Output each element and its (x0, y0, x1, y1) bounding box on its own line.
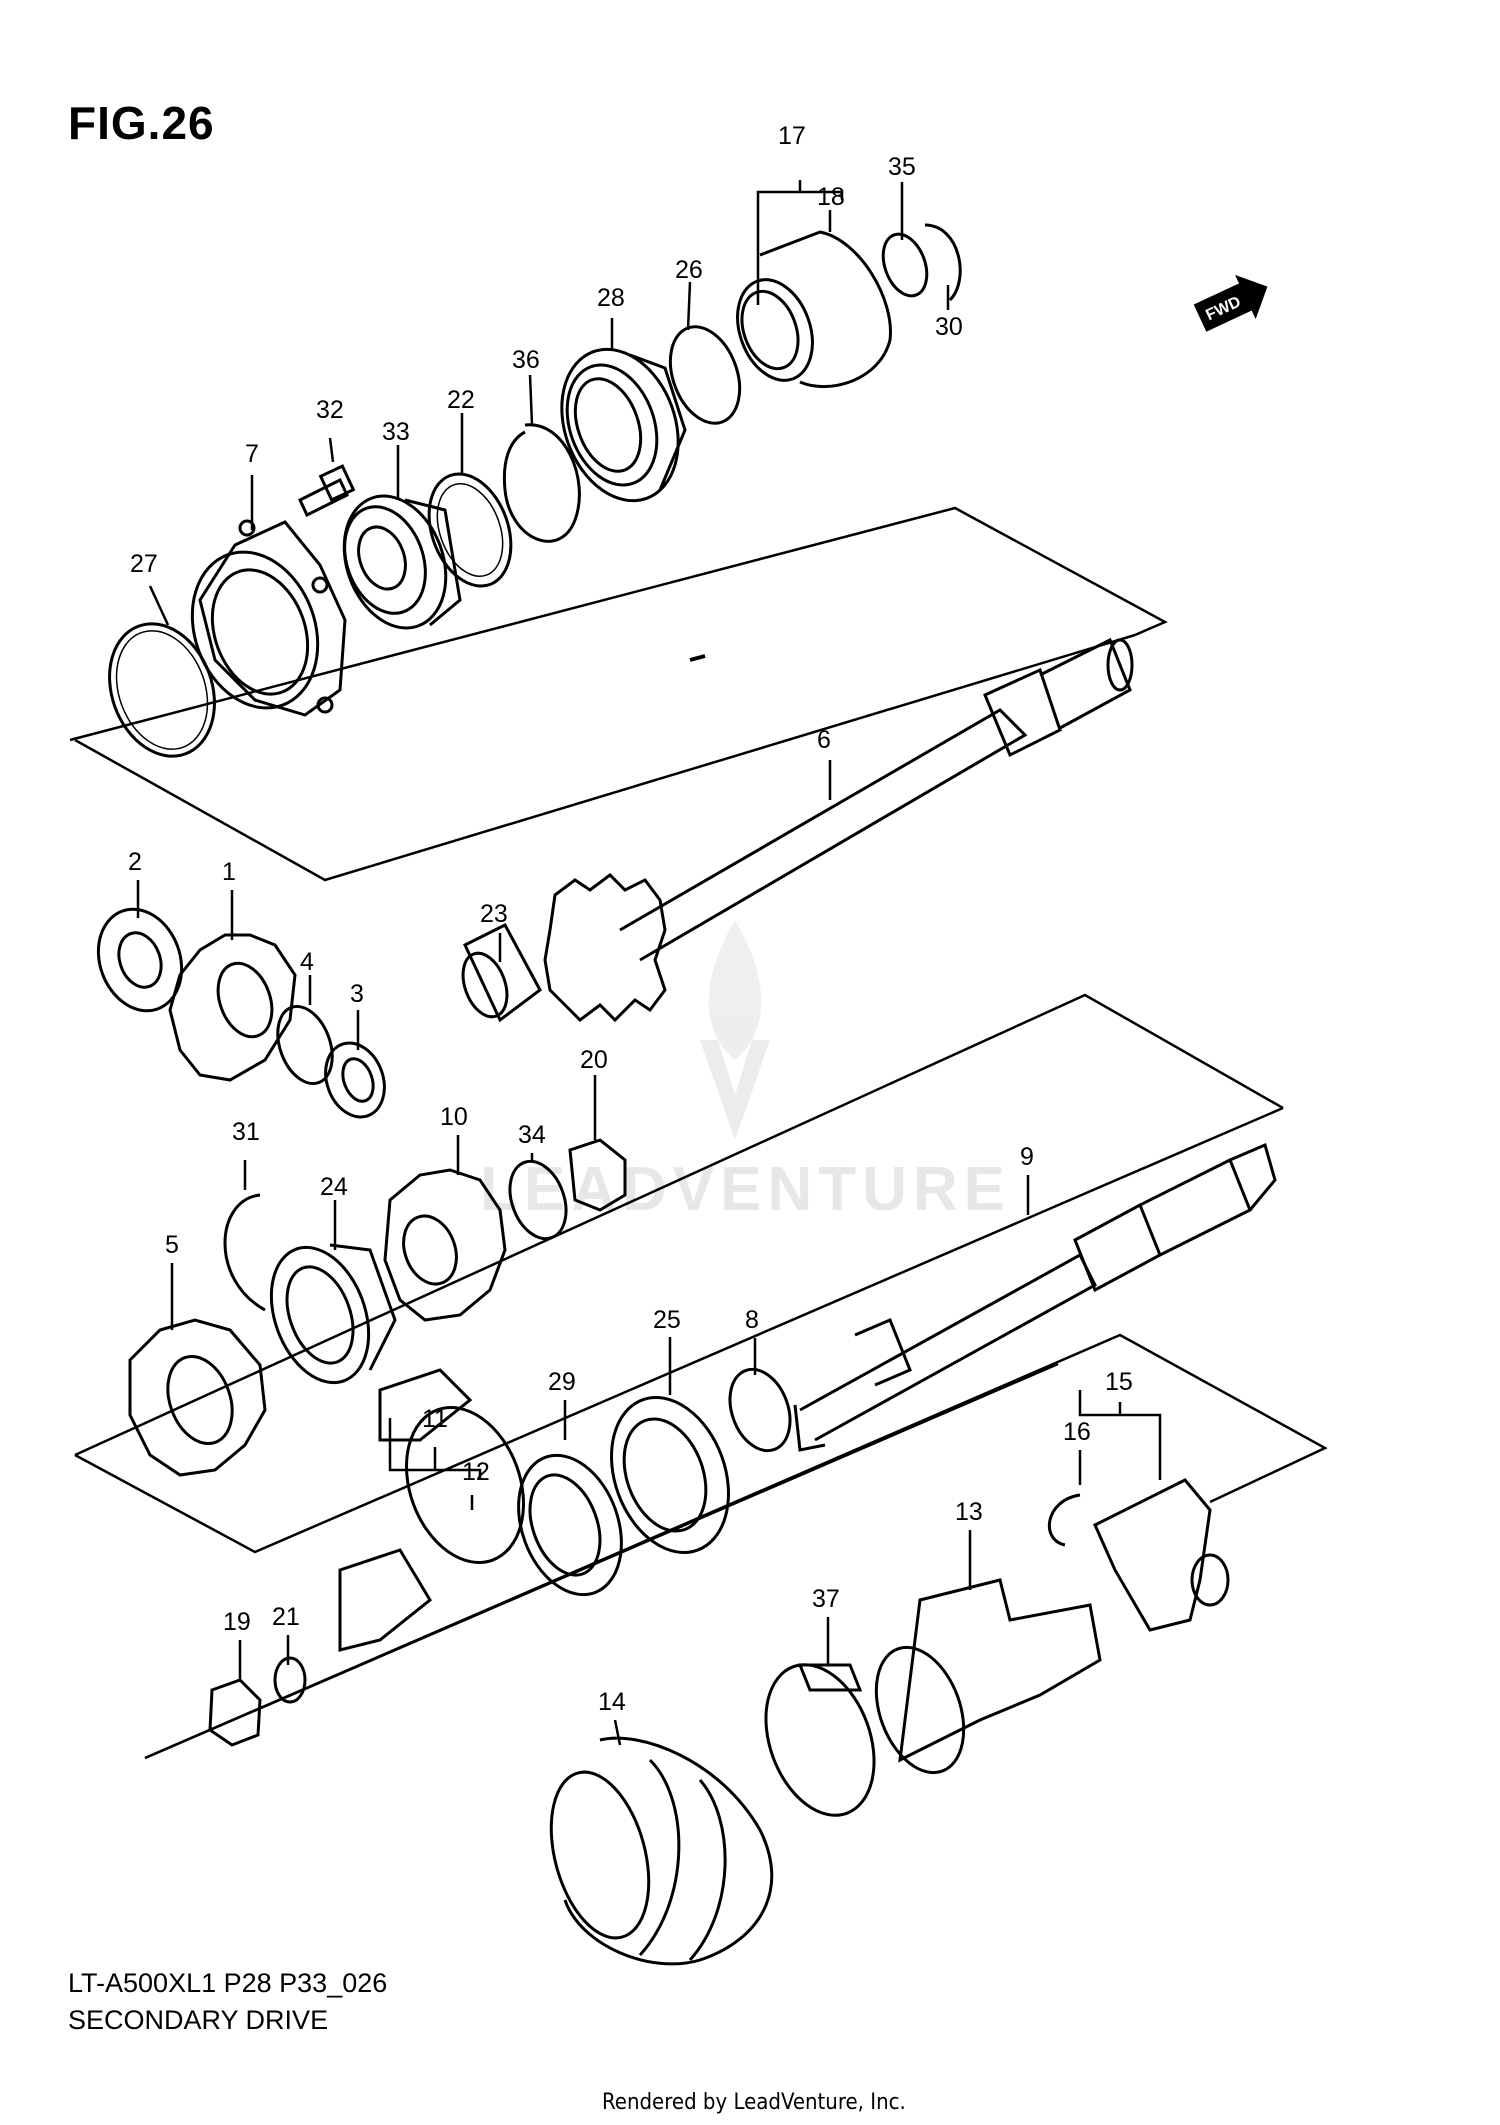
callout-6: 6 (817, 726, 831, 754)
part-18-sleeve (736, 230, 892, 389)
part-1-bevel-gear (168, 933, 297, 1082)
part-12-yoke (338, 1368, 525, 1652)
callout-36: 36 (512, 346, 540, 374)
callout-23: 23 (480, 900, 508, 928)
callout-33: 33 (382, 418, 410, 446)
part-8-o-ring (728, 1367, 792, 1453)
callout-17: 17 (778, 122, 806, 150)
part-30-circlip (924, 223, 962, 302)
callout-9: 9 (1020, 1143, 1034, 1171)
callout-15: 15 (1105, 1368, 1133, 1396)
part-24-bearing (269, 1243, 397, 1385)
callout-35: 35 (888, 153, 916, 181)
callout-21: 21 (272, 1603, 300, 1631)
callout-18: 18 (817, 183, 845, 211)
callout-10: 10 (440, 1103, 468, 1131)
part-25-bearing (610, 1396, 730, 1554)
part-31-circlip (223, 1193, 266, 1312)
part-26-o-ring (668, 325, 742, 425)
part-37-clamp (764, 1663, 876, 1817)
leader-lines (136, 180, 1162, 1746)
part-6-shaft (619, 637, 1134, 962)
part-16-circlip (1048, 1493, 1081, 1547)
part-20-nut (568, 1138, 627, 1212)
part-33-bearing (342, 494, 462, 630)
callout-2: 2 (128, 848, 142, 876)
part-3-nut (324, 1041, 386, 1119)
part-9-shaft (793, 1142, 1277, 1452)
part-22-shim (427, 472, 513, 588)
part-7-bearing-housing (190, 519, 347, 717)
figure-title: FIG.26 (68, 97, 215, 149)
callout-7: 7 (245, 440, 259, 468)
callout-14: 14 (598, 1688, 626, 1716)
part-28-bearing (560, 347, 687, 503)
callout-19: 19 (223, 1608, 251, 1636)
callout-5: 5 (165, 1231, 179, 1259)
part-6-gear (543, 873, 667, 1023)
callout-37: 37 (812, 1585, 840, 1613)
callout-28: 28 (597, 284, 625, 312)
part-4-washer (276, 1004, 334, 1086)
callout-26: 26 (675, 256, 703, 284)
part-34-washer (508, 1159, 568, 1241)
part-27-o-ring (108, 622, 216, 758)
callout-30: 30 (935, 313, 963, 341)
fwd-arrow-icon: FWD (1193, 274, 1268, 332)
part-29-oil-seal (517, 1453, 623, 1597)
callout-11: 11 (422, 1405, 448, 1433)
part-13-yoke (874, 1578, 1102, 1775)
model-code: LT-A500XL1 P28 P33_026 (68, 1968, 388, 1998)
callout-12: 12 (462, 1458, 490, 1486)
part-5-bevel-gear (128, 1318, 267, 1477)
callout-22: 22 (447, 386, 475, 414)
part-32-bolt (298, 464, 356, 518)
callout-27: 27 (130, 550, 158, 578)
render-credit: Rendered by LeadVenture, Inc. (602, 2090, 906, 2115)
callout-13: 13 (955, 1498, 983, 1526)
part-23-needle-bearing (461, 923, 542, 1023)
callout-1: 1 (222, 858, 236, 886)
callout-34: 34 (518, 1121, 546, 1149)
part-36-circlip (502, 423, 581, 543)
callout-4: 4 (300, 948, 314, 976)
callout-24: 24 (320, 1173, 348, 1201)
callout-31: 31 (232, 1118, 260, 1146)
callout-16: 16 (1063, 1418, 1091, 1446)
callout-3: 3 (350, 980, 364, 1008)
leadventure-watermark: LEADVENTURE (480, 920, 1011, 1224)
callout-8: 8 (745, 1306, 759, 1334)
part-14-boot (549, 1736, 774, 1966)
callout-32: 32 (316, 396, 344, 424)
part-35-circlip (881, 232, 929, 298)
watermark-text: LEADVENTURE (480, 1155, 1011, 1224)
callout-29: 29 (548, 1368, 576, 1396)
part-15-universal-joint (1093, 1478, 1230, 1632)
callout-20: 20 (580, 1046, 608, 1074)
part-10-gear (383, 1168, 507, 1322)
callout-labels: 27 7 32 33 22 36 28 26 17 18 35 30 6 2 1… (128, 122, 1133, 1716)
parts-drawing (96, 223, 1277, 1966)
assembly-frames (69, 506, 1328, 1760)
figure-name: SECONDARY DRIVE (68, 2005, 329, 2035)
part-21-washer (273, 1656, 307, 1704)
part-2-washer (96, 907, 184, 1013)
callout-25: 25 (653, 1306, 681, 1334)
